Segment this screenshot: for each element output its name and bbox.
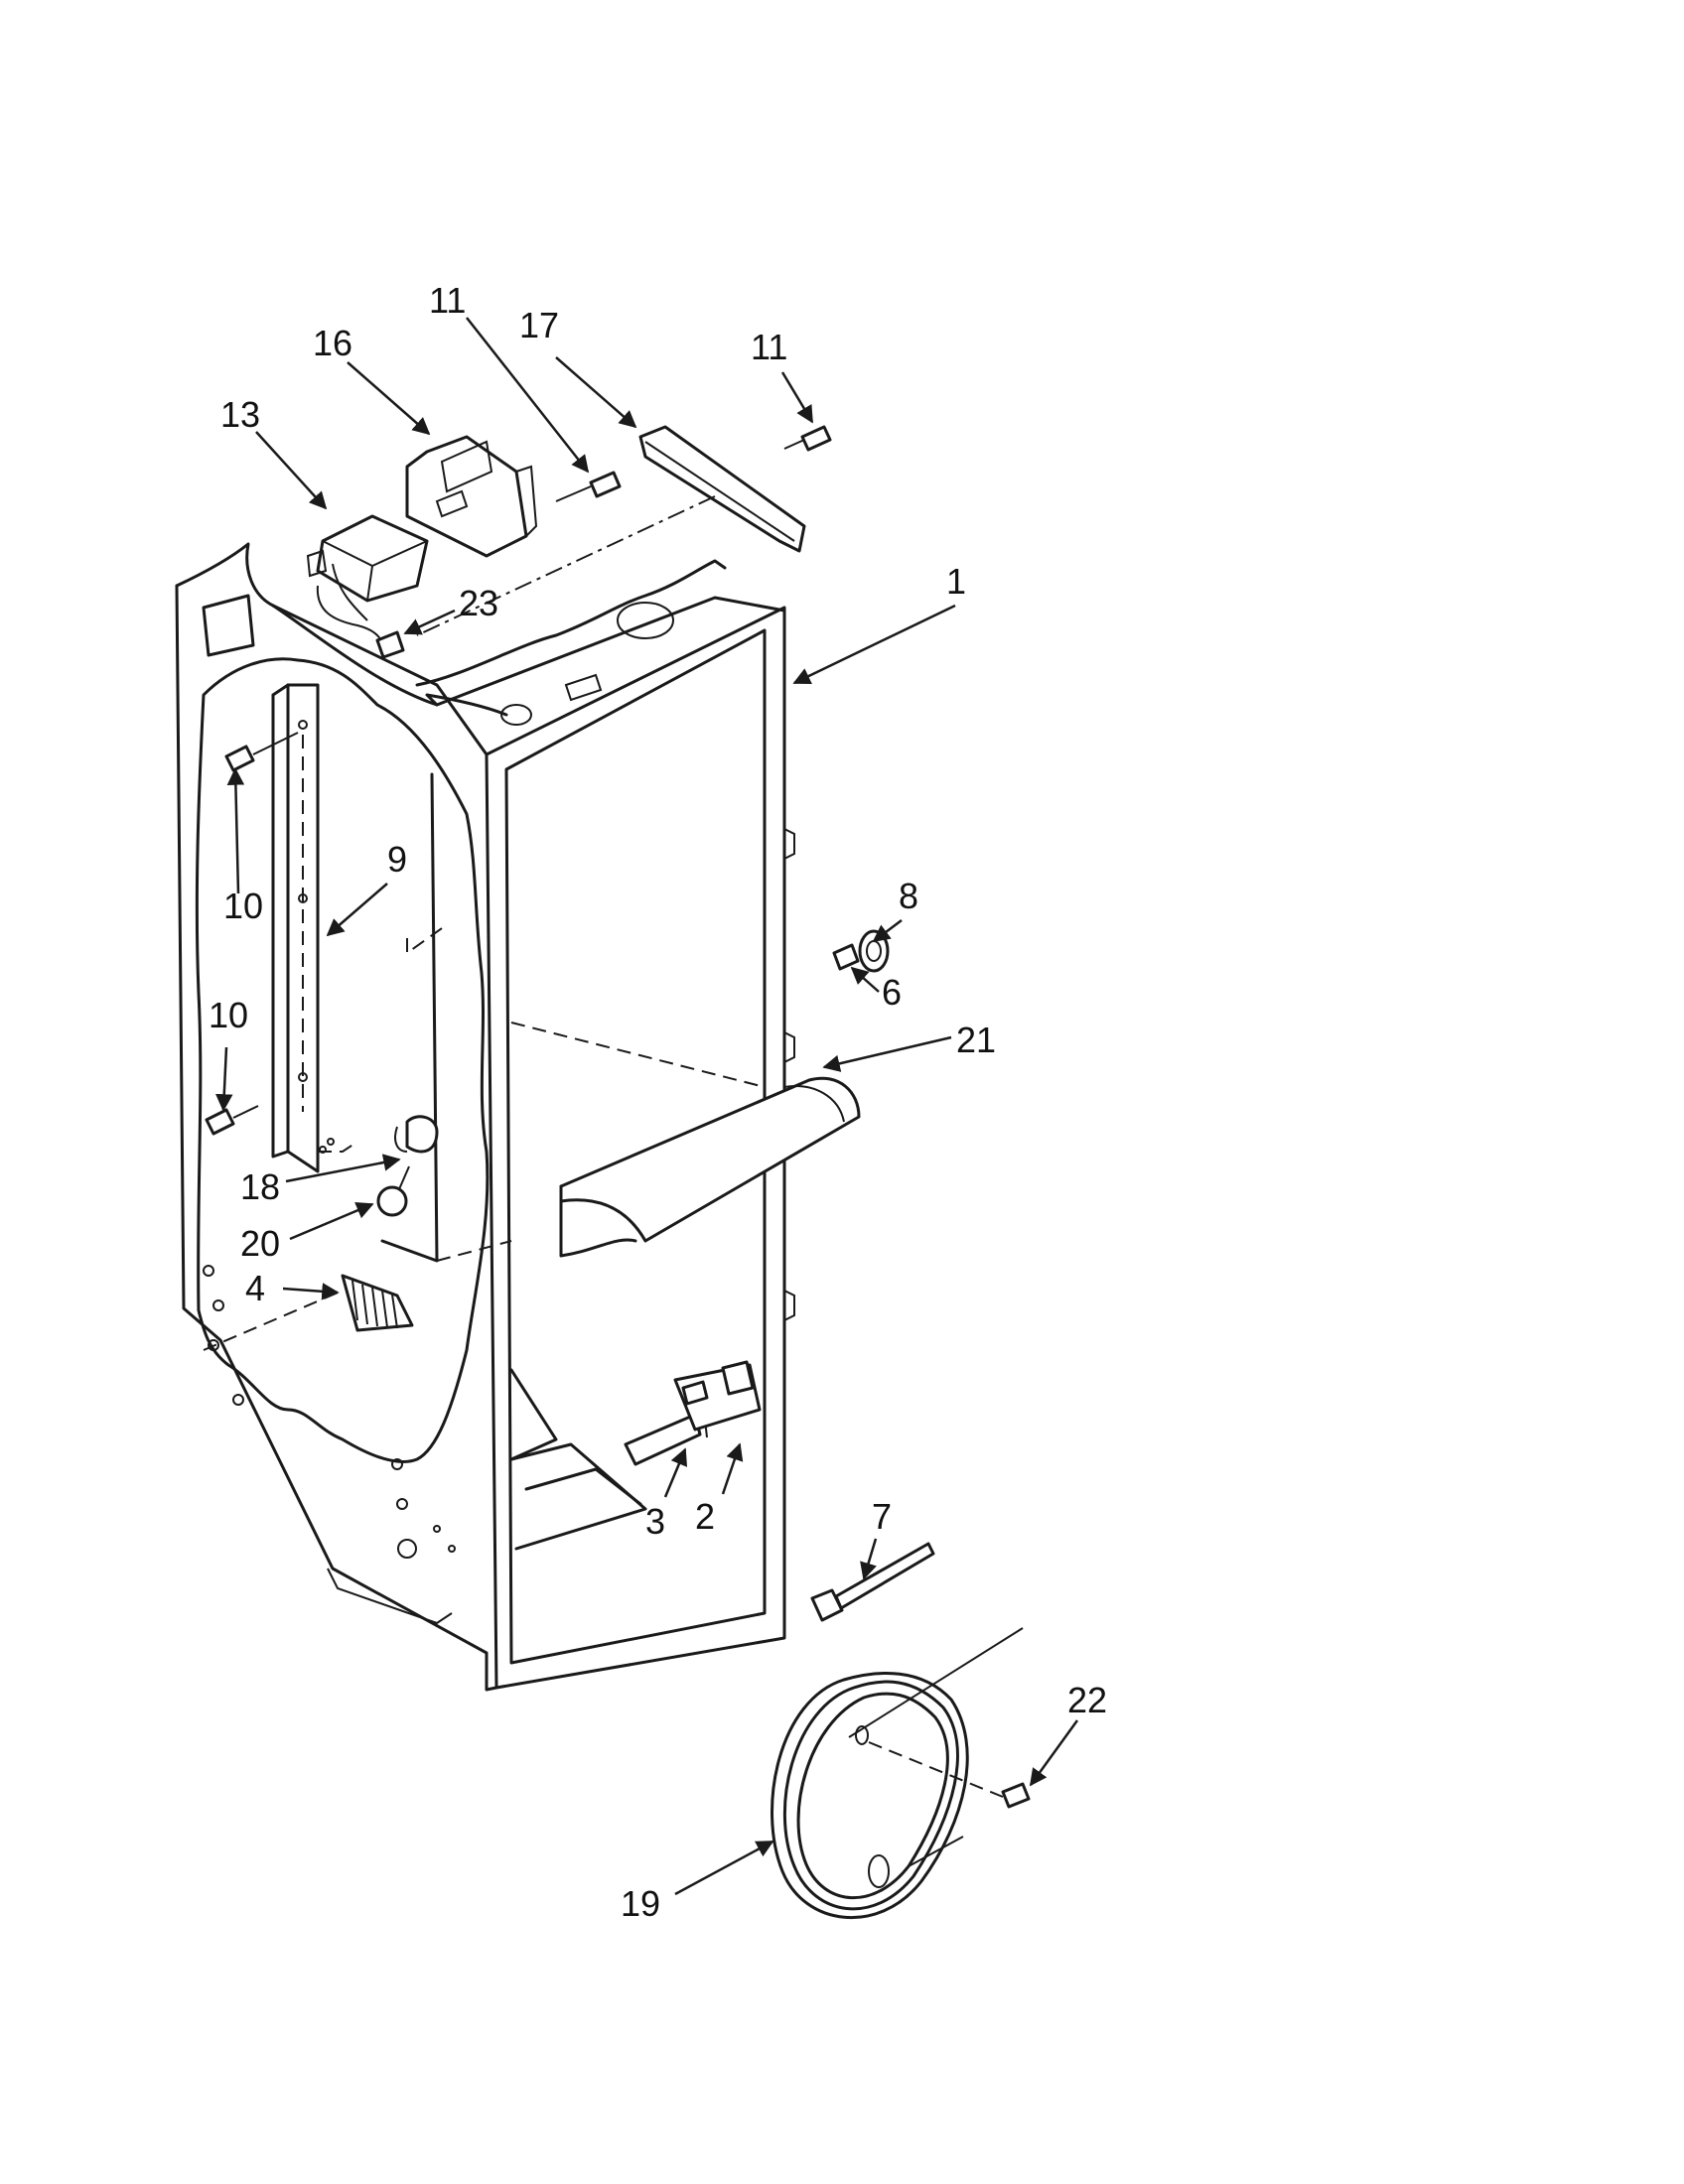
callout-7: 7 bbox=[872, 1496, 892, 1537]
callout-2: 2 bbox=[695, 1496, 715, 1537]
callout-10-upper: 10 bbox=[223, 886, 263, 926]
callout-18: 18 bbox=[240, 1166, 280, 1207]
bottom-bracket-right bbox=[673, 1360, 762, 1432]
control-bracket bbox=[405, 435, 538, 558]
air-grille bbox=[341, 1274, 414, 1332]
callout-17: 17 bbox=[519, 305, 559, 345]
callout-8: 8 bbox=[899, 876, 918, 916]
callout-9: 9 bbox=[387, 839, 407, 880]
water-tube-coil bbox=[771, 1627, 1024, 1920]
control-housing bbox=[306, 514, 429, 621]
callout-11-right: 11 bbox=[751, 327, 787, 367]
callout-11-left: 11 bbox=[429, 280, 466, 321]
screw-bracket bbox=[555, 471, 622, 502]
callout-21: 21 bbox=[956, 1020, 996, 1060]
crisper-cover bbox=[559, 1076, 861, 1258]
callout-4: 4 bbox=[245, 1268, 265, 1308]
callout-19: 19 bbox=[621, 1883, 660, 1924]
callout-22: 22 bbox=[1067, 1680, 1107, 1720]
screw-lower bbox=[205, 1105, 259, 1136]
callout-leaders bbox=[215, 317, 1079, 1896]
callout-1: 1 bbox=[946, 561, 966, 602]
callout-10-lower: 10 bbox=[209, 995, 248, 1035]
callout-16: 16 bbox=[313, 323, 352, 363]
cable-tie bbox=[810, 1542, 935, 1622]
wire-harness bbox=[316, 585, 405, 659]
coil-screw bbox=[1001, 1782, 1031, 1809]
top-trim-strip bbox=[416, 425, 806, 636]
screw-trim bbox=[783, 425, 832, 452]
callout-23: 23 bbox=[459, 583, 498, 623]
rail-guide-line bbox=[406, 922, 448, 955]
shelf-ladder-rail bbox=[271, 683, 320, 1173]
light-socket bbox=[318, 1115, 439, 1154]
light-bulb bbox=[376, 1165, 410, 1217]
callout-13: 13 bbox=[220, 394, 260, 435]
cabinet-liner bbox=[175, 542, 795, 1692]
callout-6: 6 bbox=[882, 972, 902, 1013]
screw-upper bbox=[224, 732, 299, 772]
callout-labels: 1 2 3 4 6 7 8 9 10 10 11 11 13 16 17 18 … bbox=[209, 280, 1107, 1924]
callout-20: 20 bbox=[240, 1223, 280, 1264]
callout-3: 3 bbox=[645, 1501, 665, 1542]
